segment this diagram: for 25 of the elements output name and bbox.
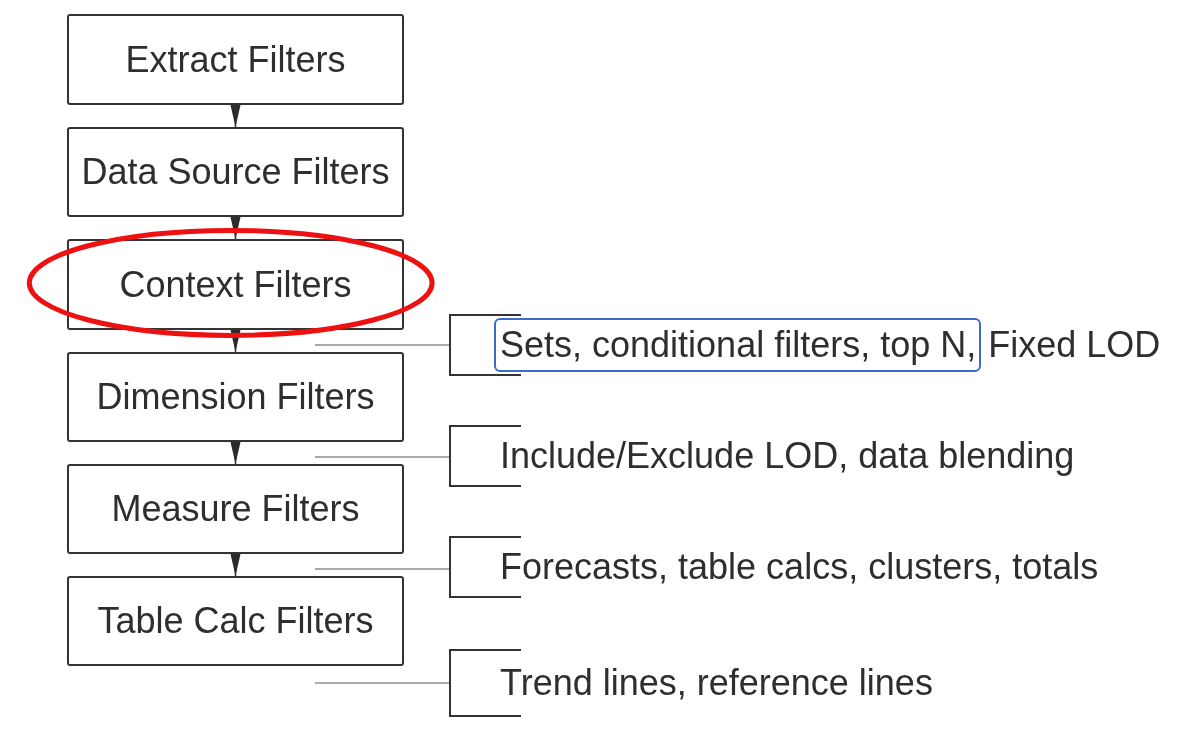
highlighted-text: Sets, conditional filters, top N, <box>494 318 982 372</box>
note-text: Forecasts, table calcs, clusters, totals <box>500 546 1099 588</box>
arrow <box>230 441 241 465</box>
process-box <box>67 14 404 105</box>
box-label: Context Filters <box>119 263 352 306</box>
arrow <box>230 553 241 577</box>
process-box <box>67 576 404 666</box>
leader-line <box>314 456 450 458</box>
arrow <box>230 216 241 240</box>
note-text: Include/Exclude LOD, data blending <box>500 435 1075 477</box>
arrow <box>230 104 241 128</box>
box-label: Dimension Filters <box>96 376 375 418</box>
leader-line <box>314 682 450 684</box>
process-box <box>67 239 404 330</box>
leader-line <box>314 568 450 570</box>
box-label: Extract Filters <box>125 38 346 81</box>
box-label: Table Calc Filters <box>97 600 374 642</box>
note-text: Fixed LOD <box>988 324 1161 366</box>
note-text: Trend lines, reference lines <box>500 662 933 704</box>
box-label: Data Source Filters <box>81 151 390 193</box>
leader-line <box>314 344 450 346</box>
process-box <box>67 464 404 554</box>
process-box <box>67 127 404 217</box>
process-box <box>67 352 404 442</box>
box-label: Measure Filters <box>111 488 360 530</box>
